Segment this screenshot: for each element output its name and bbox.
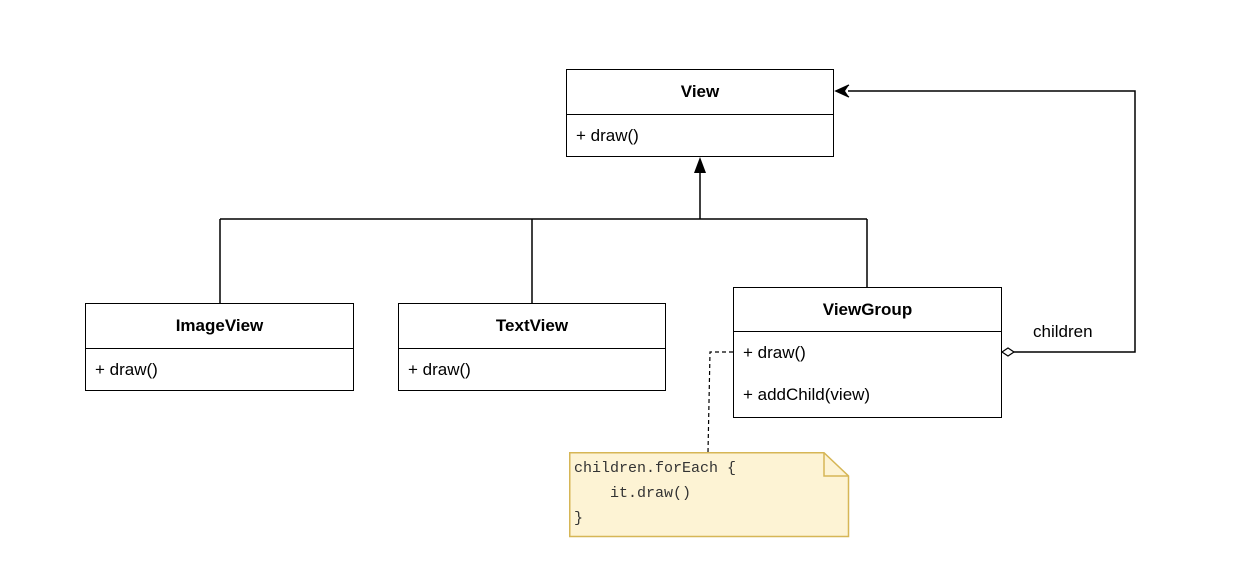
aggregation-diamond [1000, 347, 1016, 357]
method-draw: + draw() [95, 359, 158, 379]
class-image-view[interactable]: ImageView + draw() [85, 303, 354, 391]
note-code: children.forEach { it.draw() } [574, 460, 737, 527]
aggregation-connector [848, 90, 1136, 353]
generalization-connectors [219, 170, 868, 303]
class-view-group[interactable]: ViewGroup + draw() + addChild(view) [733, 287, 1002, 418]
method-draw: + draw() [408, 359, 471, 379]
method-add-child: + addChild(view) [743, 385, 871, 404]
aggregation-label: children [1033, 322, 1093, 341]
class-view[interactable]: View + draw() [566, 69, 834, 157]
generalization-arrowhead [694, 157, 706, 173]
class-text-view[interactable]: TextView + draw() [398, 303, 666, 391]
class-name: View [567, 70, 833, 115]
class-name: ImageView [86, 304, 353, 349]
class-name: TextView [399, 304, 665, 349]
method-draw: + draw() [743, 343, 806, 362]
code-note[interactable]: children.forEach { it.draw() } [569, 452, 850, 538]
note-shape [569, 452, 850, 538]
note-fold [823, 452, 849, 477]
class-name: ViewGroup [734, 288, 1001, 332]
note-anchor-line [707, 351, 733, 453]
method-draw: + draw() [576, 125, 639, 145]
